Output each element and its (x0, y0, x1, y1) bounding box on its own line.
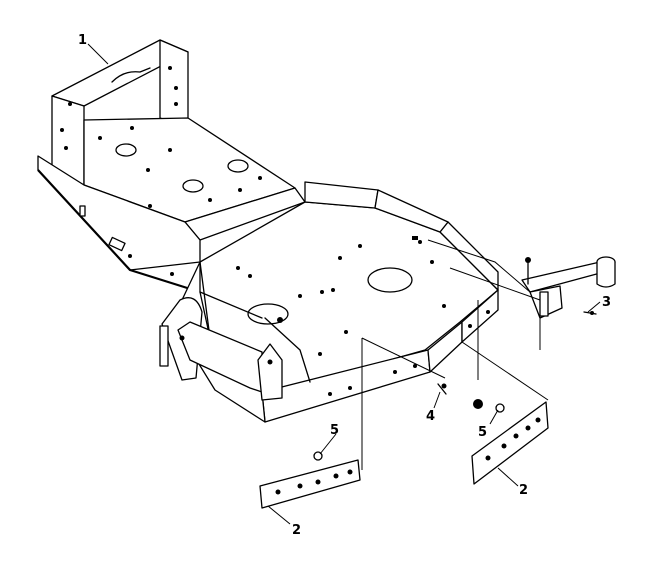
callout-1: 1 (78, 33, 87, 48)
skid-plate-left (259, 459, 361, 509)
callout-5-left: 5 (330, 423, 339, 438)
callout-2-left: 2 (292, 523, 301, 538)
front-frame-console (37, 39, 306, 294)
left-wheel-bracket (159, 297, 283, 401)
callout-labels: 1 2 2 3 4 5 5 (78, 33, 611, 538)
skid-plate-right (471, 401, 549, 485)
callout-3: 3 (602, 295, 611, 310)
callout-2-right: 2 (519, 483, 528, 498)
callout-leaders (87, 43, 601, 525)
assembly-guide-lines (361, 239, 549, 470)
right-arm-bracket (521, 256, 616, 319)
callout-5-right: 5 (478, 425, 487, 440)
callout-4: 4 (426, 409, 435, 424)
